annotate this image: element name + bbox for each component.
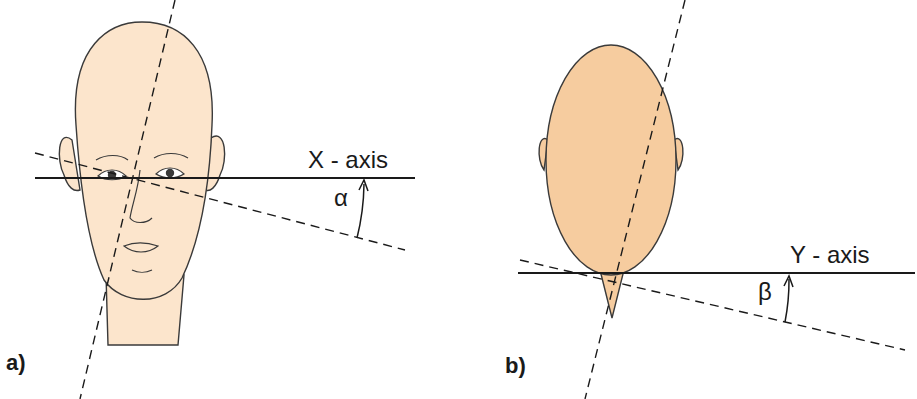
axis-label: X - axis: [308, 148, 388, 172]
angle-label: α: [334, 186, 348, 210]
angle-label: β: [758, 280, 772, 304]
panel-label: a): [6, 352, 26, 374]
top-head: [539, 45, 683, 318]
axis-lines: [35, 0, 915, 399]
front-head: [59, 22, 224, 345]
axis-label: Y - axis: [790, 243, 870, 267]
panel-label: b): [505, 355, 526, 377]
